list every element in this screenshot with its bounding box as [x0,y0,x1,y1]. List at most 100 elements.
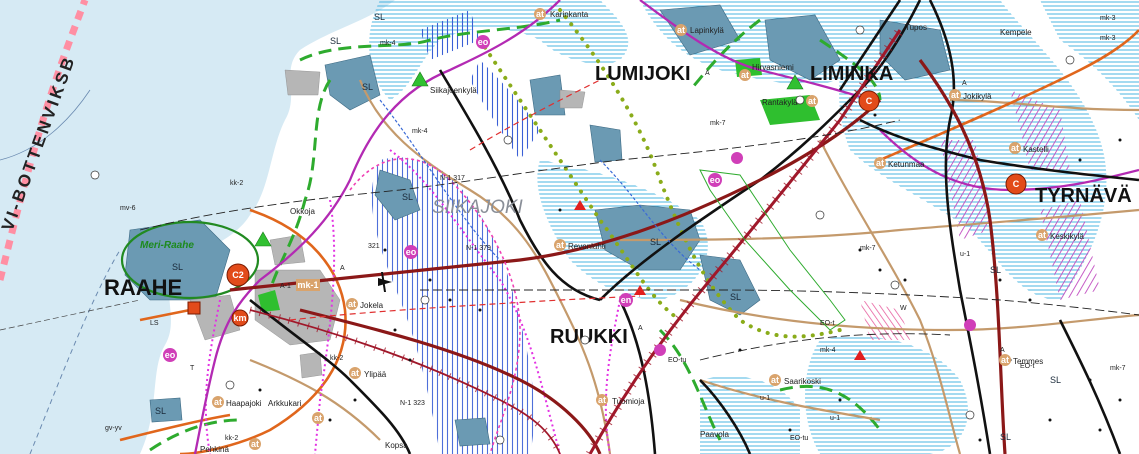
svg-text:W: W [900,305,907,312]
svg-text:SL: SL [374,12,385,22]
svg-text:eo: eo [406,247,417,257]
svg-text:EO-tu: EO-tu [668,357,686,364]
svg-text:A: A [705,70,710,77]
green-areas [120,58,820,312]
svg-text:SL: SL [402,192,413,202]
at-badges: at at at at at at at at at at at at at a… [212,8,1048,450]
svg-text:EO-tu: EO-tu [790,435,808,442]
svg-text:Pehkinä: Pehkinä [200,445,229,454]
svg-text:u-1: u-1 [830,415,840,422]
svg-text:N-1 317: N-1 317 [440,175,465,182]
place-siikajoki: SIIKAJOKI [432,197,524,218]
svg-text:mk-7: mk-7 [1110,365,1126,372]
svg-text:SL: SL [1000,432,1011,442]
svg-text:SL: SL [650,237,661,247]
svg-text:u-1: u-1 [760,395,770,402]
center-symbols: C C C2 km mk-1 [187,90,1027,327]
svg-text:Tuomioja: Tuomioja [612,397,645,406]
svg-text:mk-4: mk-4 [380,40,396,47]
svg-text:eo: eo [165,350,176,360]
svg-text:at: at [741,70,749,80]
svg-text:Kastelli: Kastelli [1023,145,1049,154]
green-triangle-markers [254,71,804,247]
svg-text:at: at [677,25,685,35]
svg-text:at: at [536,9,544,19]
svg-text:at: at [251,439,259,449]
svg-text:SL: SL [990,265,1001,275]
svg-text:at: at [348,299,356,309]
svg-text:EO-t: EO-t [1020,363,1034,370]
svg-text:EO-t: EO-t [820,320,834,327]
svg-text:Ylipää: Ylipää [364,370,387,379]
svg-text:eo: eo [478,37,489,47]
svg-text:Rantakylä: Rantakylä [762,98,798,107]
svg-text:at: at [771,375,779,385]
svg-text:N-1 379: N-1 379 [466,245,491,252]
svg-text:gv-yv: gv-yv [105,425,122,432]
svg-text:mk-3: mk-3 [1100,15,1116,22]
svg-text:at: at [314,413,322,423]
ecological-corridor [699,169,846,331]
svg-text:A: A [638,325,643,332]
svg-text:Jokela: Jokela [360,301,384,310]
road-number-markers [90,25,1075,445]
svg-text:en: en [621,295,632,305]
airport-icon [378,272,392,292]
label-meri-raahe: Meri-Raahe [140,240,194,251]
svg-text:mk-3: mk-3 [1100,35,1116,42]
railway [249,27,904,454]
svg-text:C: C [866,96,873,106]
svg-text:mv-6: mv-6 [120,205,136,212]
svg-text:Haapajoki: Haapajoki [226,399,262,408]
svg-text:mk-7: mk-7 [860,245,876,252]
svg-text:Karinkanta: Karinkanta [550,10,589,19]
svg-text:N-1 323: N-1 323 [400,400,425,407]
svg-text:Tupos: Tupos [905,23,927,32]
svg-text:at: at [1038,230,1046,240]
svg-text:mk-7: mk-7 [710,120,726,127]
protected-areas [124,4,951,447]
svg-text:A: A [1000,347,1005,354]
svg-text:at: at [876,158,884,168]
svg-text:km: km [233,313,246,323]
svg-text:Jokikylä: Jokikylä [963,92,992,101]
place-ruukki: RUUKKI [550,326,628,348]
svg-text:eo: eo [710,175,721,185]
groundwater-hatch-areas [371,10,1100,454]
svg-text:Ketunmaa: Ketunmaa [888,160,925,169]
local-roads [249,79,1139,454]
svg-text:Saarikoski: Saarikoski [784,377,821,386]
svg-text:u-1: u-1 [960,251,970,258]
svg-text:Kempele: Kempele [1000,28,1032,37]
svg-text:mk-4: mk-4 [820,347,836,354]
svg-text:kk-2: kk-2 [330,355,343,362]
red-dashed-road [289,79,641,321]
svg-text:C: C [1013,179,1020,189]
rivers [379,99,701,271]
svg-text:SL: SL [155,406,166,416]
svg-text:kk-2: kk-2 [230,180,243,187]
svg-text:SL: SL [172,262,183,272]
svg-text:at: at [598,395,606,405]
svg-text:at: at [1011,143,1019,153]
power-lines [139,119,1139,361]
svg-text:kk-2: kk-2 [225,435,238,442]
place-tyrnava: TYRNÄVÄ [1035,184,1132,207]
village-labels: Karinkanta Lapinkylä Hirvasniemi Rantaky… [105,10,1126,454]
orange-roads [119,29,1139,454]
svg-text:Lapinkylä: Lapinkylä [690,26,724,35]
svg-text:321: 321 [368,243,380,250]
svg-text:SL: SL [1050,375,1061,385]
svg-text:Kopsa: Kopsa [385,441,408,450]
place-raahe: RAAHE [104,275,182,300]
place-lumijoki: LUMIJOKI [595,63,691,85]
svg-text:Okkoja: Okkoja [290,207,315,216]
svg-text:C2: C2 [232,270,244,280]
pink-zone-border [349,157,521,454]
svg-text:at: at [951,90,959,100]
svg-text:A: A [962,80,967,87]
svg-text:at: at [556,240,564,250]
place-liminka: LIMINKA [810,63,893,85]
svg-text:A-1: A-1 [280,283,291,290]
